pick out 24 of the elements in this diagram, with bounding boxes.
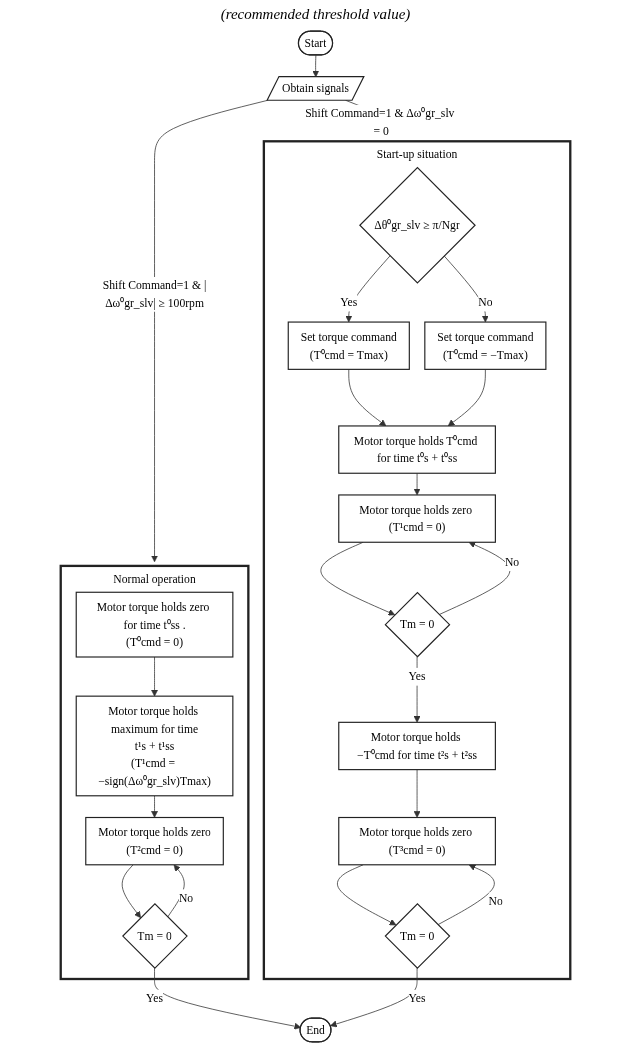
node-diamond: Δθ⁰gr_slv ≥ π/Ngr [359,166,476,284]
edge-label: No [504,555,520,568]
edge-label: Yes [408,992,426,1005]
edge-label: No [488,894,503,908]
node-box: Motor torque holds T⁰cmd for time t⁰s + t⁰ss [338,425,496,474]
edge-label: Yes [146,992,163,1005]
node-box: Set torque command (T⁰cmd = Tmax) [287,321,410,370]
edge-label: No [178,891,194,905]
edge-label: Yes [408,670,426,683]
edge-label: Yes [340,296,358,309]
edge-label: No [478,296,493,309]
node-diamond: Tm = 0 [384,591,451,658]
node-box: Set torque command (T⁰cmd = −Tmax) [424,321,547,370]
node-box: Motor torque holds zero (T³cmd = 0) [338,816,496,866]
node-box: Motor torque holds −T⁰cmd for time t²s + t²ss [338,721,496,771]
node-box: Motor torque holds zero (T¹cmd = 0) [338,494,496,543]
node-box: Motor torque holds maximum for time t¹s + t¹ss (T¹cmd = −sign(Δω⁰gr_slv)Tmax) [75,695,234,797]
node-diamond: Tm = 0 [122,903,188,969]
node-diamond: Tm = 0 [384,903,451,969]
edge-label: Shift Command=1 & Δω⁰gr_slv = 0 [305,106,455,137]
node-box: Motor torque holds zero for time t⁰ss . (T⁰cmd = 0) [75,591,234,658]
edge-label: Shift Command=1 & |Δω⁰gr_slv| ≥ 100rpm [102,279,207,310]
node-box: Motor torque holds zero (T²cmd = 0) [85,816,224,866]
note-text: (recommended threshold value) [220,6,411,23]
